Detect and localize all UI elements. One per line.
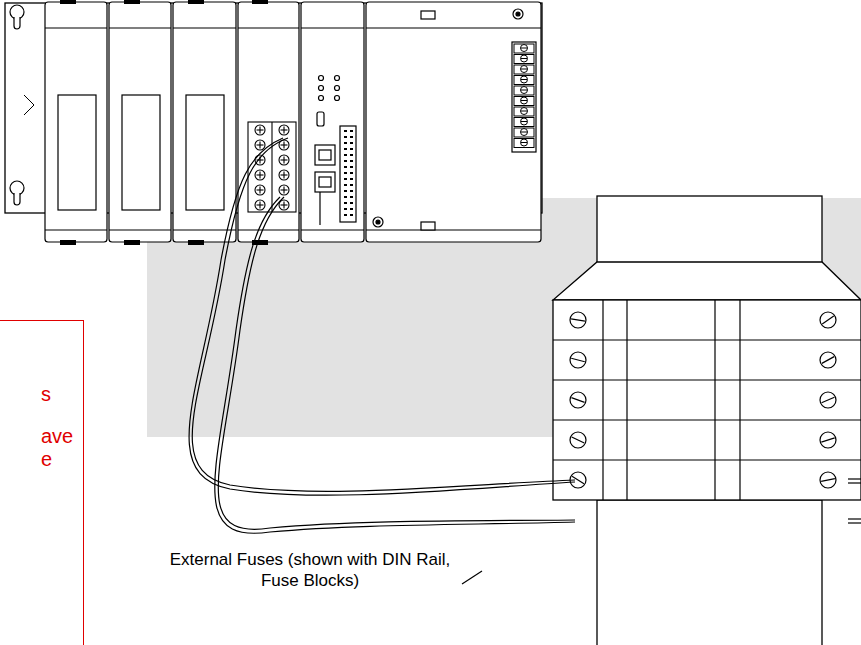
din-rail-fuse-blocks — [553, 196, 861, 645]
note-text: s — [41, 383, 79, 406]
terminal-block — [248, 122, 296, 212]
power-supply — [366, 2, 541, 242]
note-text: ave e — [41, 425, 79, 471]
callout-label: External Fuses (shown with DIN Rail, Fus… — [160, 549, 460, 591]
cpu-module — [301, 2, 364, 242]
field-wires — [189, 138, 861, 584]
note-box: s ave e — [0, 320, 84, 645]
leader-line — [462, 571, 482, 584]
io-modules — [45, 2, 299, 242]
